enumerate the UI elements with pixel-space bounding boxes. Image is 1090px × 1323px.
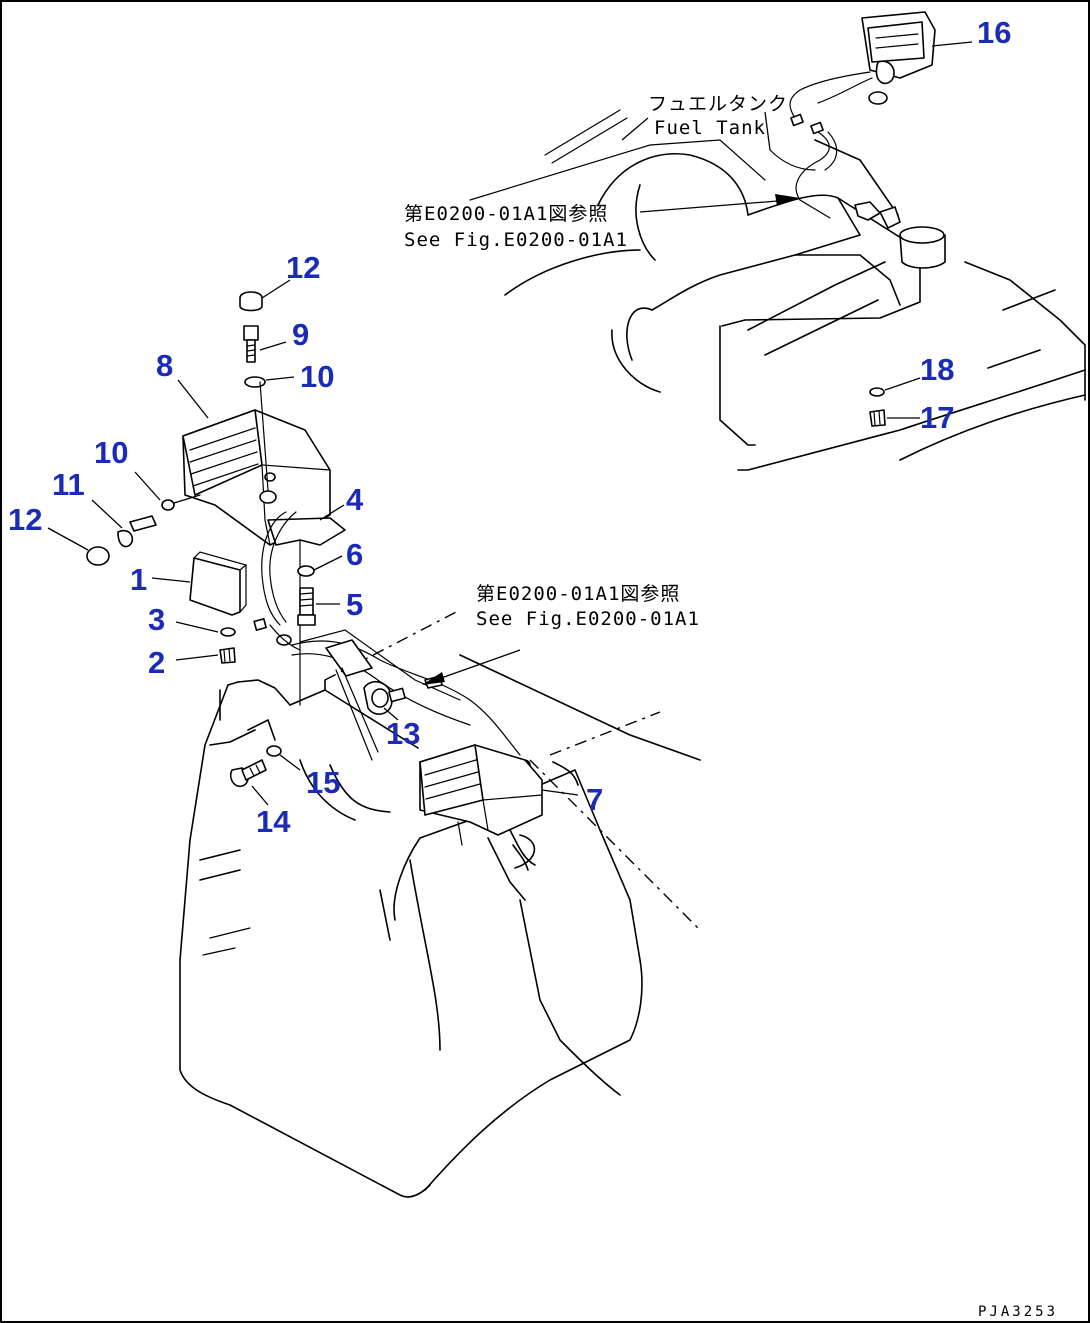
callout-4: 4 bbox=[346, 482, 364, 517]
callout-10-side: 10 bbox=[94, 435, 128, 470]
callouts: 16 12 9 10 8 10 11 12 4 6 1 5 3 2 13 15 … bbox=[8, 15, 1011, 839]
note-fuel-tank-en: Fuel Tank bbox=[654, 117, 766, 139]
fuel-tank-body bbox=[469, 109, 1086, 471]
callout-1: 1 bbox=[130, 562, 147, 597]
callout-9: 9 bbox=[292, 317, 309, 352]
callout-11: 11 bbox=[52, 467, 85, 502]
callout-14: 14 bbox=[256, 804, 291, 839]
note-ref-top-jp: 第E0200-01A1図参照 bbox=[404, 203, 608, 225]
note-fuel-tank-jp: フュエルタンク bbox=[648, 93, 788, 115]
leader-lines bbox=[47, 41, 973, 806]
callout-6: 6 bbox=[346, 537, 363, 572]
harness-and-horn bbox=[291, 629, 531, 771]
note-ref-top-en: See Fig.E0200-01A1 bbox=[404, 229, 628, 251]
callout-5: 5 bbox=[346, 587, 363, 622]
note-ref-mid-jp: 第E0200-01A1図参照 bbox=[476, 583, 680, 605]
callout-8: 8 bbox=[156, 348, 173, 383]
callout-17: 17 bbox=[920, 400, 954, 435]
callout-15: 15 bbox=[306, 765, 340, 800]
callout-16: 16 bbox=[977, 15, 1011, 50]
notes: フュエルタンク Fuel Tank 第E0200-01A1図参照 See Fig… bbox=[404, 93, 1058, 1320]
bracket-and-relay bbox=[189, 511, 346, 706]
callout-7: 7 bbox=[586, 782, 603, 817]
callout-13: 13 bbox=[386, 716, 420, 751]
cab-body bbox=[179, 609, 701, 1198]
callout-18: 18 bbox=[920, 352, 954, 387]
working-lamp-rear bbox=[789, 11, 936, 219]
drawing-code: PJA3253 bbox=[978, 1304, 1058, 1320]
callout-10-top: 10 bbox=[300, 359, 334, 394]
callout-3: 3 bbox=[148, 602, 165, 637]
washer-and-clip-right bbox=[869, 387, 886, 427]
working-lamp-front bbox=[86, 291, 331, 566]
callout-2: 2 bbox=[148, 645, 165, 680]
callout-12-top: 12 bbox=[286, 250, 320, 285]
reference-arrows bbox=[422, 111, 800, 685]
note-ref-mid-en: See Fig.E0200-01A1 bbox=[476, 608, 700, 630]
callout-12-side: 12 bbox=[8, 502, 42, 537]
bolt-and-washer-lower bbox=[229, 745, 282, 788]
working-lamp-cab bbox=[419, 744, 543, 846]
